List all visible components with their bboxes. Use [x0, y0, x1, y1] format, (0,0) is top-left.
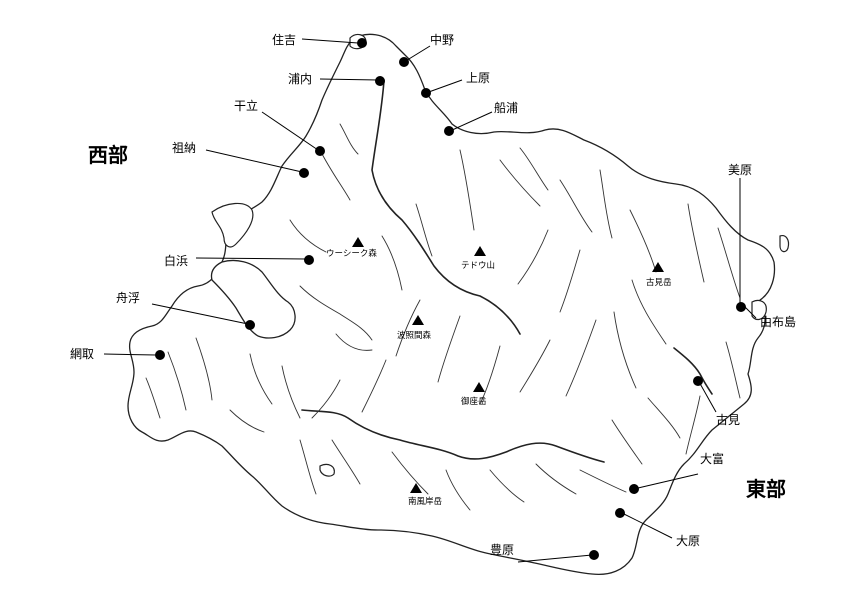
place-marker [444, 126, 454, 136]
place-label: 大富 [700, 451, 724, 466]
mountain-triangle-icon [412, 315, 424, 325]
place-uranouchi: 浦内 [288, 72, 385, 86]
mountain-label: 古見岳 [646, 277, 672, 288]
place-label: 上原 [466, 71, 490, 85]
islet-yubu [751, 299, 767, 321]
mountain-hateruma: 波照間森 [397, 315, 432, 341]
place-label: 古見 [716, 412, 740, 427]
place-label: 由布島 [760, 314, 796, 329]
place-label: 大原 [676, 534, 700, 548]
place-label: 美原 [728, 163, 752, 177]
river-network [145, 123, 741, 511]
place-hoshidate: 干立 [234, 98, 325, 156]
place-mihara: 美原 [728, 163, 752, 312]
region-east-label: 東部 [746, 477, 786, 501]
place-marker [357, 38, 367, 48]
place-label: 住吉 [272, 33, 296, 47]
place-marker [629, 484, 639, 494]
place-label: 中野 [430, 32, 454, 47]
islet-east [779, 235, 790, 253]
place-label: 祖納 [172, 140, 196, 155]
place-nakano: 中野 [399, 32, 454, 67]
place-shirahama: 白浜 [164, 253, 314, 268]
place-label: 豊原 [490, 543, 514, 557]
river-gera [673, 347, 713, 395]
place-komi: 古見 [693, 376, 740, 427]
island-coastline [127, 33, 776, 576]
mountain-triangle-icon [410, 483, 422, 493]
place-marker [399, 57, 409, 67]
place-yubujima: 由布島 [760, 314, 796, 329]
mountain-label: 波照間森 [397, 330, 432, 341]
mountain-komidake: 古見岳 [646, 262, 672, 288]
place-marker [693, 376, 703, 386]
mountain-label: 御座岳 [461, 396, 487, 407]
place-marker [736, 302, 746, 312]
place-marker [375, 76, 385, 86]
mountain-urshiku: ウーシーク森 [326, 237, 377, 259]
place-label: 網取 [70, 347, 94, 361]
place-otomi: 大富 [629, 451, 724, 494]
place-marker [155, 350, 165, 360]
islet-south [319, 463, 335, 477]
place-sumiyoshi: 住吉 [272, 33, 367, 48]
islet-west [211, 202, 254, 248]
mountain-minamikaze: 南風岸岳 [408, 483, 443, 507]
place-funauki: 舟浮 [116, 291, 255, 330]
place-marker [615, 508, 625, 518]
mountain-label: ウーシーク森 [326, 248, 377, 259]
place-marker [315, 146, 325, 156]
place-label: 白浜 [164, 253, 188, 268]
place-toyohara: 豊原 [490, 543, 599, 560]
place-marker [589, 550, 599, 560]
place-marker [304, 255, 314, 265]
place-label: 船浦 [494, 101, 518, 115]
place-label: 浦内 [288, 72, 312, 86]
region-west-label: 西部 [88, 143, 128, 167]
mountain-goza: 御座岳 [461, 382, 487, 407]
place-label: 舟浮 [116, 291, 140, 305]
mountain-triangle-icon [352, 237, 364, 247]
place-label: 干立 [234, 98, 258, 113]
river-nakama [301, 409, 605, 463]
mountain-triangle-icon [473, 382, 485, 392]
place-sonai: 祖納 [172, 140, 309, 178]
place-amitori: 網取 [70, 347, 165, 361]
leader-lines [103, 38, 757, 563]
west-bay [210, 259, 296, 339]
mountain-tedou: テドウ山 [461, 246, 495, 271]
place-uehara: 上原 [421, 71, 490, 98]
mountain-triangle-icon [474, 246, 486, 256]
place-marker [299, 168, 309, 178]
mountain-label: テドウ山 [461, 260, 495, 271]
place-funaura: 船浦 [444, 101, 518, 136]
place-marker [421, 88, 431, 98]
place-marker [245, 320, 255, 330]
place-ohara: 大原 [615, 508, 700, 548]
mountain-triangle-icon [652, 262, 664, 272]
mountain-label: 南風岸岳 [408, 496, 443, 507]
river-urauchi [371, 79, 521, 335]
